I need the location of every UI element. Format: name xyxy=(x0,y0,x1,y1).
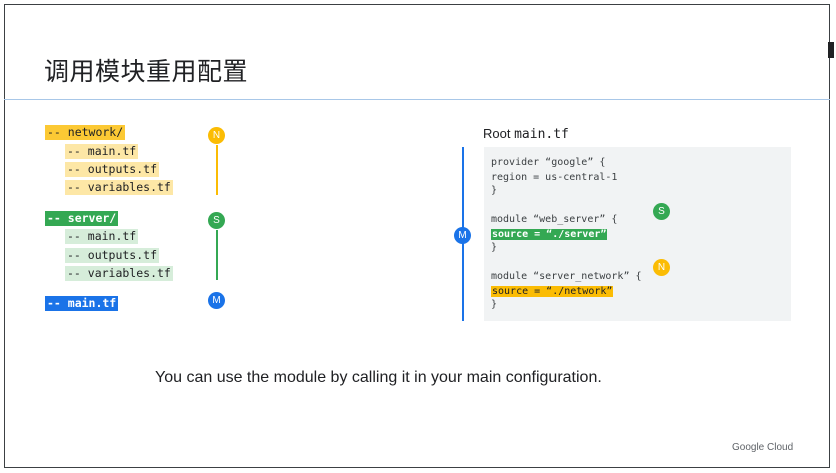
code-line: } xyxy=(491,242,498,253)
root-label-file: main.tf xyxy=(514,127,569,142)
tree-network-dir: -- network/ xyxy=(45,125,126,140)
tree-network-file: -- variables.tf xyxy=(65,180,173,195)
root-label-prefix: Root xyxy=(483,126,511,141)
server-connector-line xyxy=(216,230,218,280)
network-badge-icon: N xyxy=(208,127,225,144)
tree-server-file: -- variables.tf xyxy=(65,266,173,281)
code-line-source-server: source = “./server” xyxy=(491,228,608,241)
server-badge-icon: S xyxy=(208,212,225,229)
code-line-source-network: source = “./network” xyxy=(491,285,614,298)
root-main-badge-icon: M xyxy=(454,227,471,244)
code-line: provider “google” { xyxy=(491,157,606,168)
tree-server-dir: -- server/ xyxy=(45,211,119,226)
tree-network-file: -- main.tf xyxy=(65,144,139,159)
network-source-highlight: source = “./network” xyxy=(491,286,614,297)
server-source-highlight: source = “./server” xyxy=(491,229,608,240)
tree-network-file: -- outputs.tf xyxy=(65,162,160,177)
slide-caption: You can use the module by calling it in … xyxy=(155,369,602,386)
slide-title: 调用模块重用配置 xyxy=(44,57,249,86)
slide-header xyxy=(4,4,830,100)
code-line: } xyxy=(491,299,498,310)
tree-main-file: -- main.tf xyxy=(45,296,119,311)
network-connector-line xyxy=(216,145,218,195)
code-line: module “server_network” { xyxy=(491,271,642,282)
google-cloud-logo: Google Cloud xyxy=(732,442,794,453)
code-network-badge-icon: N xyxy=(653,259,670,276)
tree-server-file: -- main.tf xyxy=(65,229,139,244)
code-line: } xyxy=(491,185,498,196)
root-file-label: Root main.tf xyxy=(483,126,569,142)
edge-marker xyxy=(828,42,834,58)
code-line: region = us-central-1 xyxy=(491,172,618,183)
code-server-badge-icon: S xyxy=(653,203,670,220)
tree-server-file: -- outputs.tf xyxy=(65,248,160,263)
code-line: module “web_server” { xyxy=(491,214,618,225)
main-badge-icon: M xyxy=(208,292,225,309)
